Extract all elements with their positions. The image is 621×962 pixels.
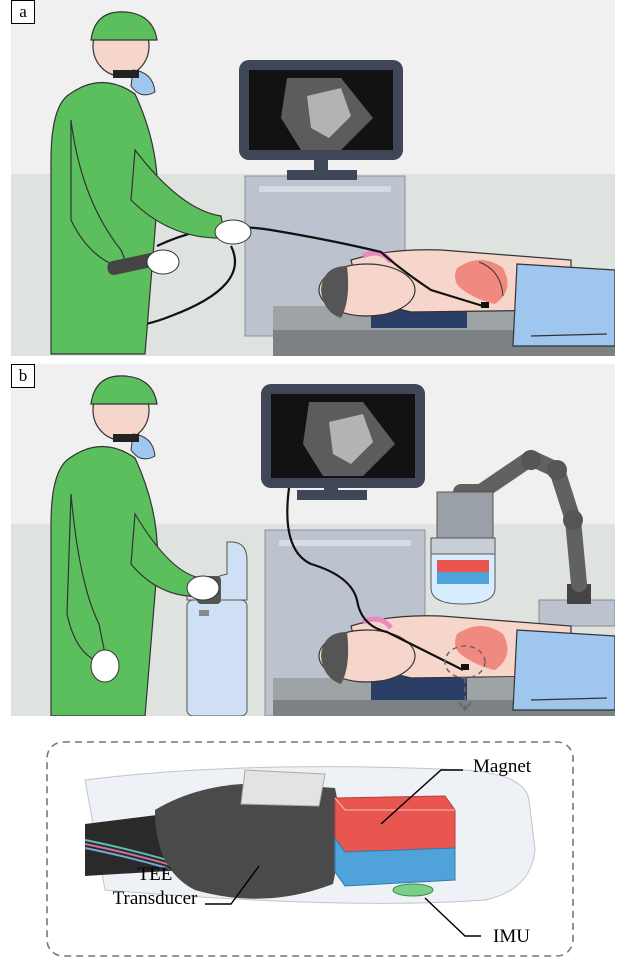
control-console (187, 600, 247, 716)
probe-detail-inset: Magnet TEE Transducer IMU (45, 740, 575, 960)
manual-tee-scene (11, 0, 615, 356)
imu-chip (393, 884, 433, 896)
transducer-label-line2: Transducer (105, 888, 205, 910)
transducer-label-line1: TEE (105, 864, 205, 886)
magnet-label: Magnet (473, 756, 531, 778)
panel-b-tag: b (11, 364, 35, 388)
robotic-tee-scene (11, 364, 615, 716)
doctor-gown (51, 82, 158, 354)
panel-b: b (11, 364, 615, 716)
panel-a: a (11, 0, 615, 356)
panel-a-tag: a (11, 0, 35, 24)
imu-label: IMU (493, 926, 530, 948)
magnet (335, 796, 455, 852)
